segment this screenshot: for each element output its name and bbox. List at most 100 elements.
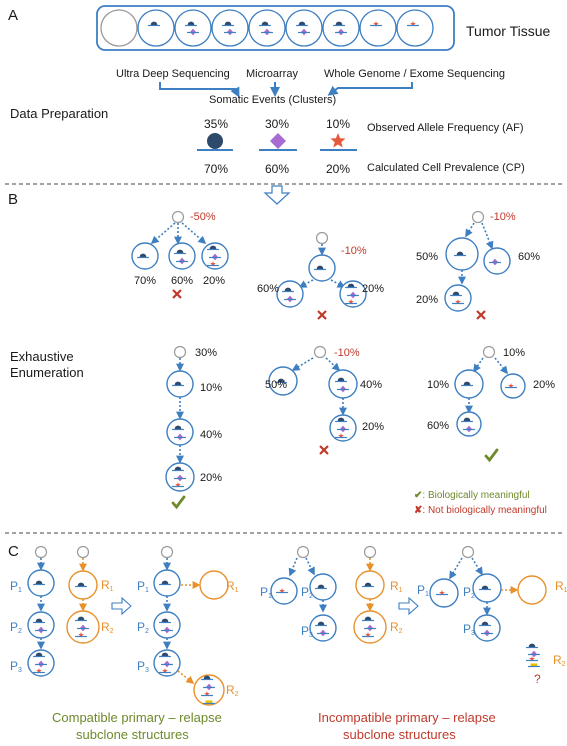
dome-mutation-icon [277, 378, 285, 382]
af-label: Observed Allele Frequency (AF) [367, 122, 524, 134]
tumor-cell [359, 9, 397, 47]
yellow-mutation-icon [530, 663, 538, 666]
tumor-tissue-label: Tumor Tissue [466, 23, 551, 39]
cluster-3-af: 10% [326, 117, 351, 131]
dome-mutation-icon [77, 616, 85, 620]
dome-mutation-icon [161, 652, 169, 656]
root-node [76, 545, 90, 559]
c2-r1-label: R1 [226, 579, 239, 594]
cluster-1-cp: 70% [204, 162, 229, 176]
clone-node [309, 614, 337, 642]
root-node [171, 210, 185, 224]
edge-arrow [471, 557, 483, 576]
dome-mutation-icon [317, 621, 325, 625]
tree5-child1-value: 50% [265, 379, 288, 391]
edge-arrow [298, 279, 314, 288]
root-node [315, 231, 329, 245]
exhaustive-line1: Exhaustive [10, 349, 74, 364]
c2-r2-label: R2 [226, 683, 239, 698]
star-mutation-icon [410, 21, 416, 27]
root-node [160, 545, 174, 559]
cluster-diamond-icon [270, 133, 286, 149]
tree1-leaf3-value: 20% [203, 275, 226, 287]
method-arrow [159, 82, 240, 98]
dome-mutation-icon [35, 652, 43, 656]
c1-p1-label: P1 [10, 579, 22, 594]
cross-icon [319, 445, 329, 455]
tree6-grandchild-value: 60% [427, 420, 450, 432]
star-mutation-icon [338, 433, 344, 439]
legend-invalid: ✘: Not biologically meaningful [414, 506, 547, 516]
star-mutation-icon [36, 668, 42, 674]
dome-mutation-icon [35, 580, 43, 584]
dome-mutation-icon [150, 21, 158, 25]
section-a-label: A [8, 7, 19, 24]
clone-node [328, 369, 358, 399]
cross-icon [317, 310, 327, 320]
dome-mutation-icon [452, 291, 460, 295]
edge-arrow [481, 222, 494, 250]
check-icon [171, 495, 186, 510]
incompatible-caption-line1: Incompatible primary – relapse [318, 710, 496, 725]
c4-p2-label: P2 [463, 585, 475, 600]
dome-mutation-icon [224, 21, 232, 25]
legend-valid-text: : Biologically meaningful [422, 490, 530, 501]
dome-mutation-icon [317, 584, 325, 588]
edge-arrow [330, 279, 346, 288]
cluster-star-icon [330, 133, 346, 148]
tree1-leaf1-value: 70% [134, 275, 157, 287]
tree6-child2-value: 20% [533, 379, 556, 391]
c4-p1-label: P1 [417, 583, 429, 598]
cluster-circle-icon [207, 133, 223, 149]
root-node [482, 345, 496, 359]
check-icon: ✔ [414, 490, 423, 501]
tumor-cell [137, 9, 175, 47]
root-node [363, 545, 377, 559]
c4-p3-label: P3 [463, 622, 475, 637]
tree2-child2-value: 20% [362, 283, 385, 295]
c3-p1-label: P1 [260, 585, 272, 600]
root-node [313, 345, 327, 359]
cross-icon: ✘ [414, 505, 423, 516]
dome-mutation-icon [35, 618, 43, 622]
c1-r2-label: R2 [101, 620, 114, 635]
tree3-child2-value: 60% [518, 251, 541, 263]
tree6-child1-value: 10% [427, 379, 450, 391]
somatic-events-label: Somatic Events (Clusters) [209, 94, 337, 106]
c2-p2-label: P2 [137, 620, 149, 635]
clone-node [276, 280, 304, 308]
star-mutation-icon [210, 261, 216, 267]
dome-mutation-icon [463, 417, 471, 421]
root-node [461, 545, 475, 559]
dome-mutation-icon [174, 466, 182, 470]
tree6-root-value: 10% [503, 347, 526, 359]
star-mutation-icon [439, 590, 445, 596]
cluster-1-af: 35% [204, 117, 229, 131]
dome-mutation-icon [261, 21, 269, 25]
dome-mutation-icon [298, 21, 306, 25]
check-icon [484, 448, 499, 463]
question-mark: ? [534, 672, 541, 686]
tumor-cell [396, 9, 434, 47]
c2-p3-label: P3 [137, 659, 149, 674]
tumor-cell [322, 9, 360, 47]
dome-mutation-icon [337, 377, 345, 381]
section-b-label: B [8, 191, 19, 208]
edge-arrow [291, 357, 314, 371]
star-mutation-icon [204, 691, 210, 697]
exhaustive-line2: Enumeration [10, 365, 84, 380]
dome-mutation-icon [463, 381, 471, 385]
transform-arrow-icon [398, 596, 419, 616]
clone-node [166, 418, 194, 446]
dome-mutation-icon [335, 21, 343, 25]
star-mutation-icon [175, 482, 181, 488]
data-preparation-label: Data Preparation [10, 106, 109, 121]
clone-node [444, 284, 472, 312]
tree5-root-value: -10% [334, 347, 360, 359]
method-arrow [327, 82, 413, 96]
cluster-2-af: 30% [265, 117, 290, 131]
cross-icon [172, 289, 182, 299]
star-mutation-icon [455, 299, 461, 305]
